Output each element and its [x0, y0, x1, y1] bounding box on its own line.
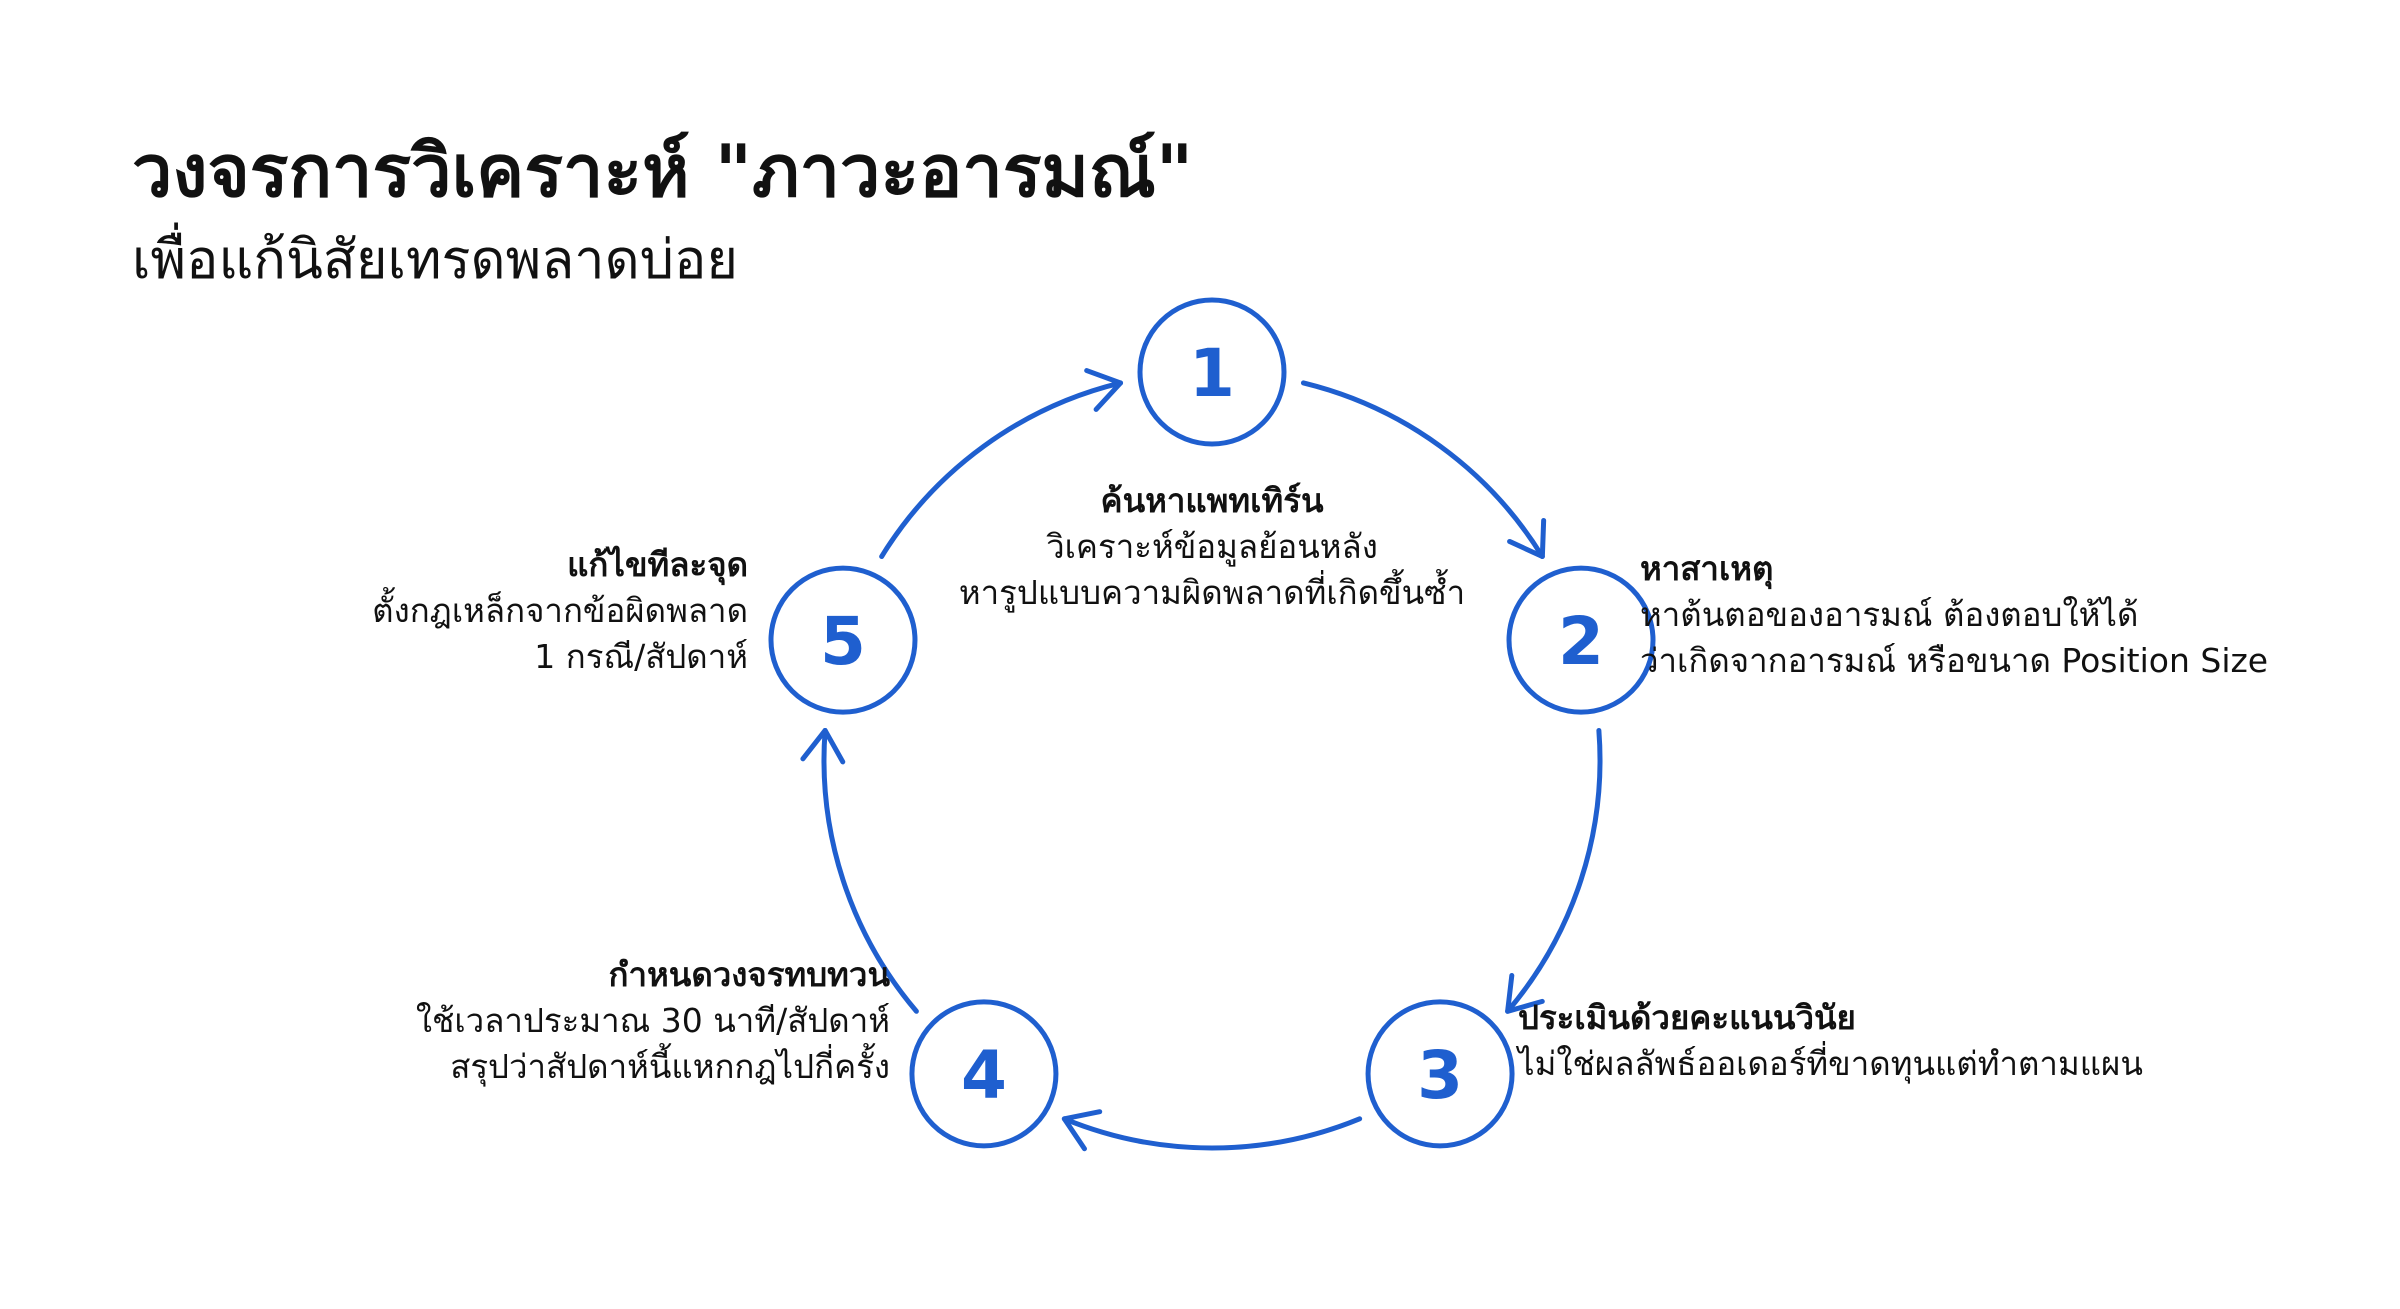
arrowhead-icon [1084, 368, 1124, 412]
step-4-title: กำหนดวงจรทบทวน [608, 955, 891, 994]
arrowhead-icon [1507, 517, 1547, 560]
step-2-title: หาสาเหตุ [1640, 549, 1774, 588]
step-4-text: กำหนดวงจรทบทวน ใช้เวลาประมาณ 30 นาที/สัป… [416, 952, 890, 1090]
arrowhead-icon [800, 727, 846, 765]
step-2-line-2: ว่าเกิดจากอารมณ์ หรือขนาด Position Size [1640, 641, 2269, 680]
step-5-number: 5 [820, 603, 866, 680]
step-3-number: 3 [1417, 1037, 1463, 1114]
step-3-circle [1365, 999, 1515, 1149]
cycle-arrow-1-to-2 [1300, 380, 1545, 560]
cycle-arrow-3-to-4 [1061, 1116, 1363, 1151]
step-5-line-1: ตั้งกฎเหล็กจากข้อผิดพลาด [372, 591, 748, 630]
step-3-title: ประเมินด้วยคะแนนวินัย [1518, 998, 1856, 1037]
step-1-line-1: วิเคราะห์ข้อมูลย้อนหลัง [1046, 527, 1378, 566]
step-1-circle [1137, 297, 1287, 447]
step-2-number: 2 [1558, 603, 1604, 680]
step-3-line-1: ไม่ใช่ผลลัพธ์ออเดอร์ที่ขาดทุนแต่ทำตามแผน [1518, 1044, 2143, 1083]
step-1-number: 1 [1189, 335, 1235, 412]
step-1-title: ค้นหาแพทเทิร์น [1100, 481, 1324, 520]
diagram-subtitle: เพื่อแก้นิสัยเทรดพลาดบ่อย [132, 228, 739, 291]
step-5-title: แก้ไขทีละจุด [567, 545, 748, 584]
arrowhead-icon [1505, 972, 1545, 1014]
step-2-text: หาสาเหตุ หาต้นตอของอารมณ์ ต้องตอบให้ได้ … [1640, 546, 2268, 684]
step-5-text: แก้ไขทีละจุด ตั้งกฎเหล็กจากข้อผิดพลาด 1 … [372, 542, 748, 680]
step-4-circle [909, 999, 1059, 1149]
step-1-line-2: หารูปแบบความผิดพลาดที่เกิดขึ้นซ้ำ [958, 573, 1466, 612]
step-5-circle [768, 565, 918, 715]
step-2-line-1: หาต้นตอของอารมณ์ ต้องตอบให้ได้ [1640, 595, 2139, 634]
step-4-number: 4 [961, 1037, 1007, 1114]
cycle-arrow-5-to-1 [879, 380, 1124, 560]
step-1-text: ค้นหาแพทเทิร์น วิเคราะห์ข้อมูลย้อนหลัง ห… [959, 478, 1465, 616]
step-2-circle [1506, 565, 1656, 715]
step-4-line-1: ใช้เวลาประมาณ 30 นาที/สัปดาห์ [415, 1001, 890, 1040]
arrowhead-icon [1061, 1109, 1103, 1152]
step-3-text: ประเมินด้วยคะแนนวินัย ไม่ใช่ผลลัพธ์ออเดอ… [1518, 995, 2143, 1087]
cycle-arrow-4-to-5 [821, 727, 919, 1014]
step-4-line-2: สรุปว่าสัปดาห์นี้แหกกฎไปกี่ครั้ง [450, 1047, 890, 1086]
cycle-arrow-2-to-3 [1505, 727, 1603, 1014]
step-5-line-2: 1 กรณี/สัปดาห์ [534, 637, 748, 676]
diagram-title: วงจรการวิเคราะห์ "ภาวะอารมณ์" [132, 129, 1194, 213]
